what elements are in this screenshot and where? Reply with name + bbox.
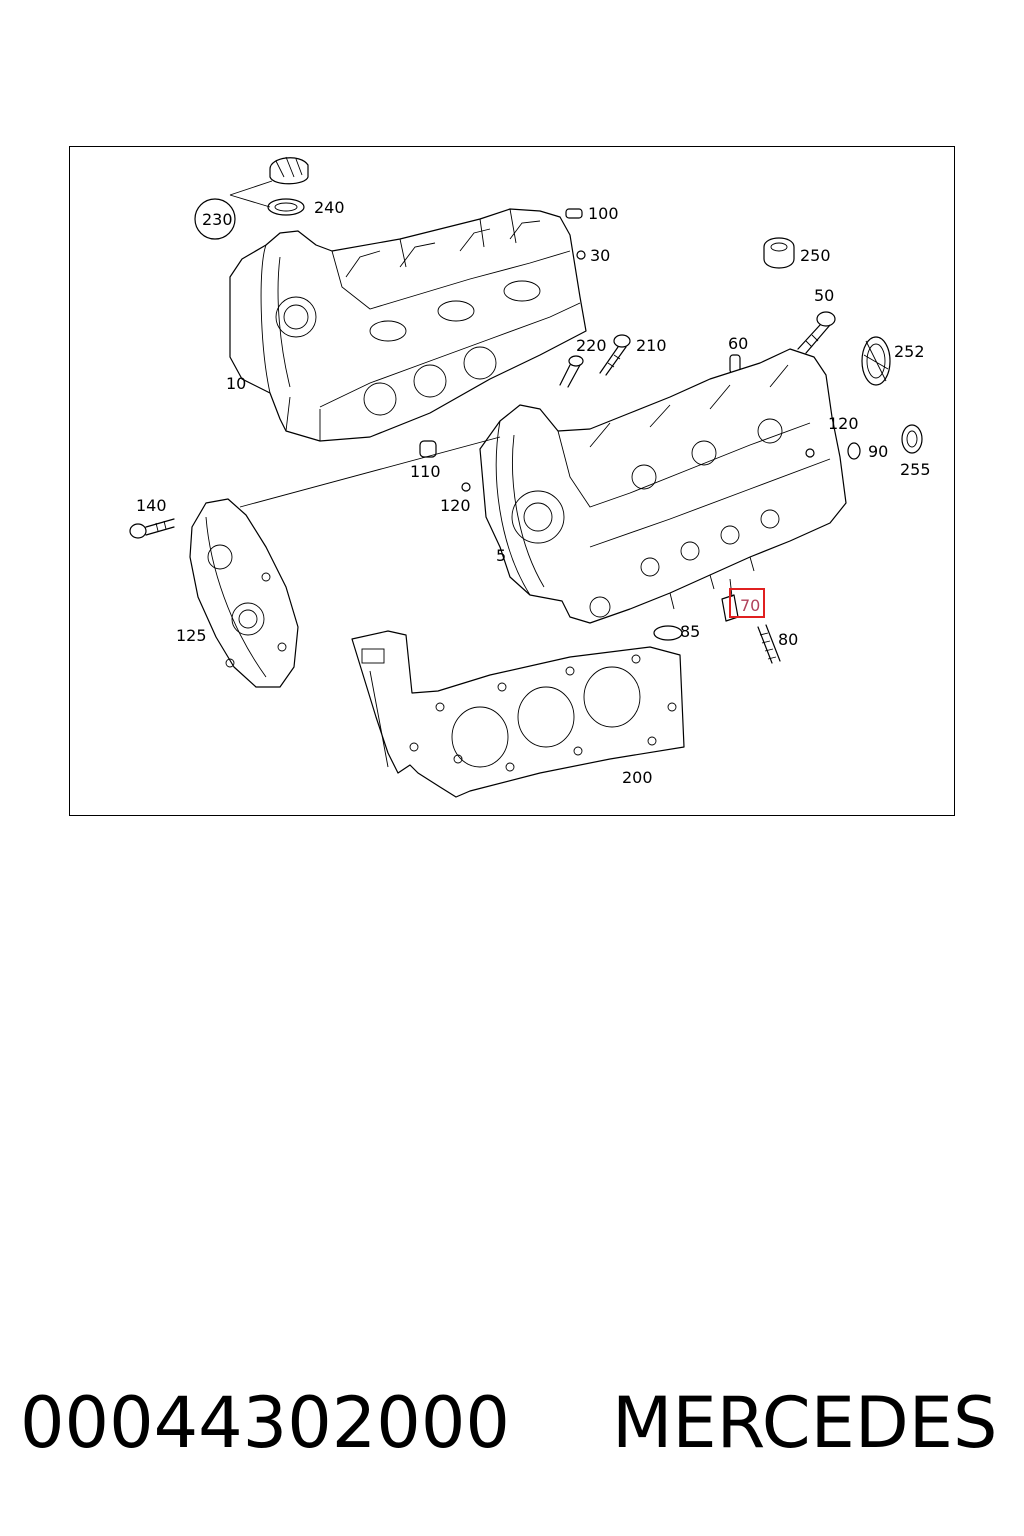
callout-50[interactable]: 50 [814, 286, 834, 305]
bolt-210-part [599, 334, 631, 376]
plug-85-part [653, 625, 683, 641]
plug-30-part [576, 250, 586, 260]
callout-5[interactable]: 5 [496, 546, 506, 565]
callout-90[interactable]: 90 [868, 442, 888, 461]
callout-85[interactable]: 85 [680, 622, 700, 641]
callout-120-center[interactable]: 120 [440, 496, 471, 515]
left-cylinder-head-part [229, 208, 587, 442]
spacer-110-part [419, 440, 437, 458]
callout-255[interactable]: 255 [900, 460, 931, 479]
callout-10[interactable]: 10 [226, 374, 246, 393]
callout-252[interactable]: 252 [894, 342, 925, 361]
bolt-140-part [129, 518, 175, 539]
oil-filler-seal-part [267, 198, 305, 216]
seal-255-part [901, 424, 923, 454]
callout-210[interactable]: 210 [636, 336, 667, 355]
callout-30[interactable]: 30 [590, 246, 610, 265]
brand-name: MERCEDES [612, 1382, 998, 1464]
right-cylinder-head-part [479, 348, 847, 624]
footer-caption: 00044302000 MERCEDES [20, 1378, 1010, 1468]
callout-70[interactable]: 70 [740, 596, 760, 615]
leader-230 [229, 180, 273, 208]
callout-220[interactable]: 220 [576, 336, 607, 355]
oil-filler-cap-part [269, 156, 309, 185]
part-number: 00044302000 [20, 1382, 510, 1464]
callout-125[interactable]: 125 [176, 626, 207, 645]
bolt-50-part [797, 311, 836, 354]
callout-80[interactable]: 80 [778, 630, 798, 649]
plug-120-right-part [805, 448, 815, 458]
callout-230-circle [194, 198, 236, 240]
callout-70-highlight-box [729, 588, 765, 618]
bolt-220-part [559, 355, 584, 388]
cap-250-part [763, 237, 795, 269]
callout-240[interactable]: 240 [314, 198, 345, 217]
callout-60[interactable]: 60 [728, 334, 748, 353]
head-gasket-200-part [351, 630, 685, 798]
callout-140[interactable]: 140 [136, 496, 167, 515]
cylinder-head-exploded-diagram: 230 240 100 30 250 50 252 220 210 60 10 … [129, 156, 931, 798]
callout-200[interactable]: 200 [622, 768, 653, 787]
sprocket-252-part [861, 336, 891, 386]
plug-120-center-part [461, 482, 471, 492]
callout-100[interactable]: 100 [588, 204, 619, 223]
callout-120-right[interactable]: 120 [828, 414, 859, 433]
timing-cover-125-part [189, 498, 299, 688]
callout-110[interactable]: 110 [410, 462, 441, 481]
parts-diagram-frame: 230 240 100 30 250 50 252 220 210 60 10 … [69, 146, 955, 816]
seal-90-part [847, 442, 861, 460]
dowel-100-part [565, 208, 583, 219]
callout-250[interactable]: 250 [800, 246, 831, 265]
leader-110 [239, 436, 501, 508]
callout-230[interactable]: 230 [202, 210, 233, 229]
stud-80-part [757, 624, 781, 664]
